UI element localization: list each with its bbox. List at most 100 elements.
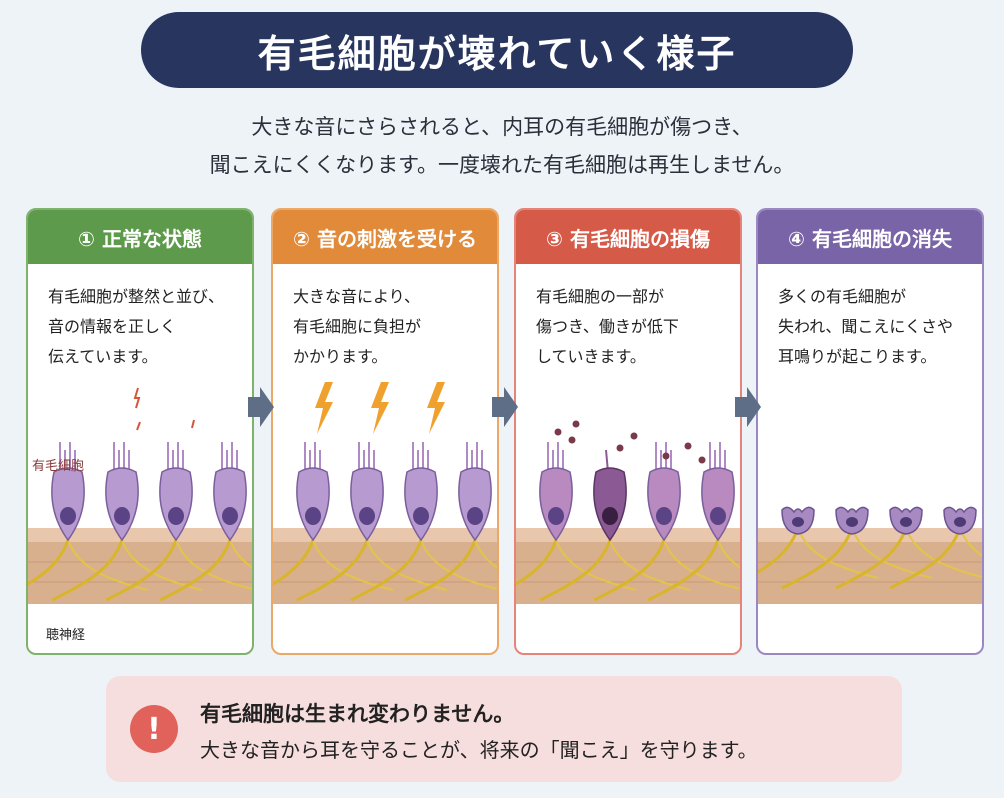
cell-nucleus xyxy=(222,507,238,525)
stage-heading: ③ 有毛細胞の損傷 xyxy=(516,210,740,264)
cell-nucleus xyxy=(168,507,184,525)
subtitle-line-1: 大きな音にさらされると、内耳の有毛細胞が傷つき、 xyxy=(251,115,753,139)
hair-cell-body xyxy=(159,467,193,542)
stage-panel-damage: ③ 有毛細胞の損傷 有毛細胞の一部が 傷つき、働きが低下 していきます。 xyxy=(514,208,742,655)
nerve-fiber xyxy=(404,539,477,602)
cell-nucleus xyxy=(305,507,321,525)
nerve-fiber xyxy=(593,539,666,602)
nerve-label: 聴神経 xyxy=(46,628,86,643)
cell-nucleus xyxy=(60,507,76,525)
stage-description: 有毛細胞の一部が 傷つき、働きが低下 していきます。 xyxy=(536,287,679,366)
cell-debris xyxy=(630,432,638,440)
hair-cell-body xyxy=(593,467,627,542)
hair-cell-body xyxy=(647,467,681,542)
nerve-fiber xyxy=(555,539,637,591)
stage-heading: ① 正常な状態 xyxy=(28,210,252,264)
nerve-fiber xyxy=(420,539,497,590)
sound-mark xyxy=(136,421,141,431)
nerve-fiber xyxy=(474,539,497,569)
nerve-fiber xyxy=(516,539,558,586)
cell-nucleus xyxy=(656,507,672,525)
cell-debris xyxy=(662,452,670,460)
cell-nucleus xyxy=(359,507,375,525)
cell-debris xyxy=(572,420,580,428)
hair-cell-body xyxy=(458,467,492,542)
arrow-right-icon xyxy=(492,387,518,427)
cell-nucleus xyxy=(792,517,804,527)
nerve-fiber xyxy=(121,539,203,591)
hair-cell-body xyxy=(105,467,139,542)
cell-nucleus xyxy=(710,507,726,525)
subtitle: 大きな音にさらされると、内耳の有毛細胞が傷つき、 聞こえにくくなります。一度壊れ… xyxy=(0,108,1004,184)
cell-nucleus xyxy=(413,507,429,525)
nerve-fiber xyxy=(175,539,252,590)
tissue-top-layer xyxy=(758,528,982,542)
nerve-fiber xyxy=(851,527,933,579)
hair-cell-illustration xyxy=(273,382,497,604)
hair-cell-body xyxy=(51,467,85,542)
hair-cell-body xyxy=(350,467,384,542)
sound-mark xyxy=(191,419,195,429)
lightning-bolt-icon xyxy=(371,382,389,434)
stage-description: 有毛細胞が整然と並び、 音の情報を正しく 伝えています。 xyxy=(48,287,225,366)
cell-nucleus xyxy=(602,507,618,525)
nerve-fiber xyxy=(758,527,800,574)
nerve-fiber xyxy=(797,527,879,579)
stage-heading: ② 音の刺激を受ける xyxy=(273,210,497,264)
nerve-fiber xyxy=(350,539,423,602)
nerve-fiber xyxy=(889,527,962,590)
lightning-bolt-icon xyxy=(315,382,333,434)
subtitle-line-2: 聞こえにくくなります。一度壊れた有毛細胞は再生しません。 xyxy=(209,153,795,177)
cell-debris xyxy=(616,444,624,452)
nerve-fiber xyxy=(159,539,232,602)
sound-mark xyxy=(133,387,141,409)
nerve-fiber xyxy=(959,527,982,557)
stage-panel-loss: ④ 有毛細胞の消失 多くの有毛細胞が 失われ、聞こえにくさや 耳鳴りが起こります… xyxy=(756,208,984,655)
tissue-top-layer xyxy=(516,528,740,542)
nerve-fiber xyxy=(835,527,908,590)
page-title: 有毛細胞が壊れていく様子 xyxy=(141,12,853,88)
cell-nucleus xyxy=(846,517,858,527)
nerve-fiber xyxy=(647,539,720,602)
lightning-bolt-icon xyxy=(427,382,445,434)
cell-nucleus xyxy=(548,507,564,525)
hair-cell-body xyxy=(404,467,438,542)
hair-cell-body xyxy=(296,467,330,542)
warning-callout: ! 有毛細胞は生まれ変わりません。 大きな音から耳を守ることが、将来の「聞こえ」… xyxy=(106,676,902,782)
stage-panel-normal: ① 正常な状態 有毛細胞が整然と並び、 音の情報を正しく 伝えています。 xyxy=(26,208,254,655)
nerve-fiber xyxy=(229,539,252,569)
hair-cell-body xyxy=(213,467,247,542)
arrow-right-icon xyxy=(248,387,274,427)
nerve-fiber xyxy=(296,539,369,602)
nerve-fiber xyxy=(67,539,149,591)
nerve-fiber xyxy=(51,539,124,602)
cell-debris xyxy=(554,428,562,436)
nerve-fiber xyxy=(717,539,740,569)
cell-nucleus xyxy=(900,517,912,527)
nerve-fiber xyxy=(781,527,854,590)
nerve-fiber xyxy=(905,527,982,578)
stage-description: 多くの有毛細胞が 失われ、聞こえにくさや 耳鳴りが起こります。 xyxy=(778,287,954,366)
cell-nucleus xyxy=(114,507,130,525)
cell-debris xyxy=(568,436,576,444)
cell-nucleus xyxy=(467,507,483,525)
nerve-fiber xyxy=(28,539,70,586)
nerve-fiber xyxy=(663,539,740,590)
nerve-fiber xyxy=(273,539,315,586)
hair-cell-body xyxy=(539,467,573,542)
arrow-right-icon xyxy=(735,387,761,427)
callout-headline: 有毛細胞は生まれ変わりません。 xyxy=(200,702,515,726)
nerve-fiber xyxy=(539,539,612,602)
callout-message: 大きな音から耳を守ることが、将来の「聞こえ」を守ります。 xyxy=(200,738,758,762)
hair-cell-illustration xyxy=(516,420,740,604)
hair-cell-illustration xyxy=(28,387,252,604)
hair-cell-body xyxy=(701,467,735,542)
hair-cell-illustration xyxy=(758,506,982,604)
stage-panel-stimulus: ② 音の刺激を受ける 大きな音により、 有毛細胞に負担が かかります。 xyxy=(271,208,499,655)
nerve-fiber xyxy=(609,539,691,591)
cell-nucleus xyxy=(954,517,966,527)
stage-heading: ④ 有毛細胞の消失 xyxy=(758,210,982,264)
exclamation-icon: ! xyxy=(130,705,178,753)
tissue-layer xyxy=(758,542,982,604)
nerve-fiber xyxy=(312,539,394,591)
